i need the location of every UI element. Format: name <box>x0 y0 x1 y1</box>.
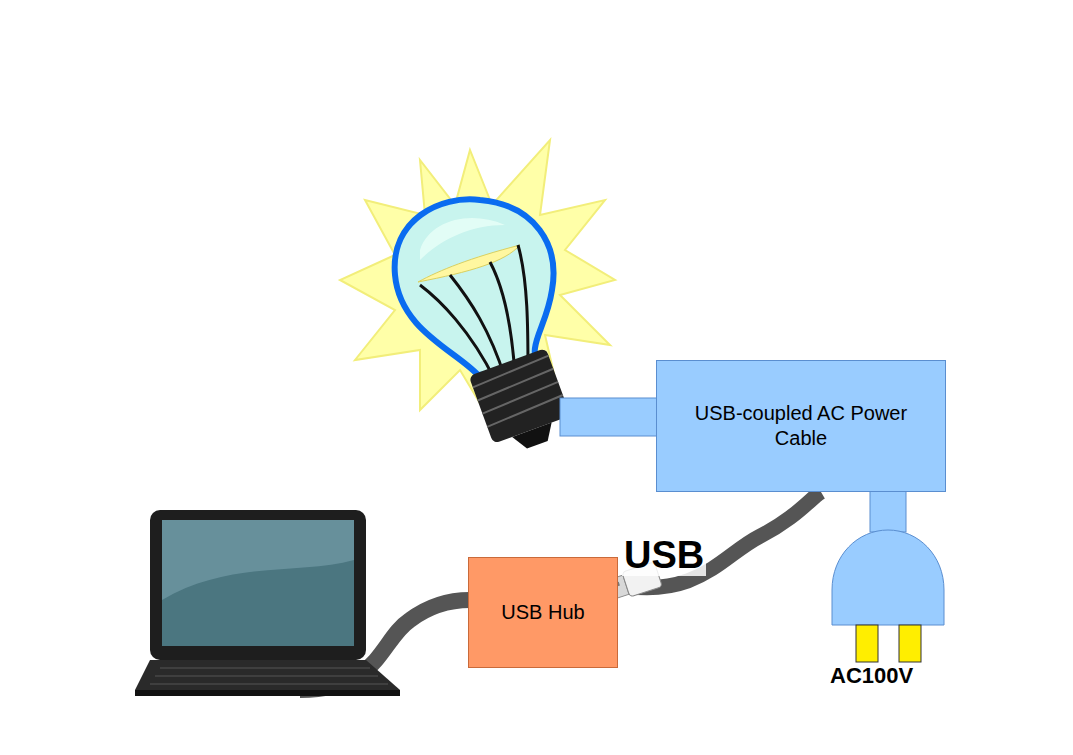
box-label: USB Hub <box>501 600 584 625</box>
plug-prong <box>856 625 878 662</box>
plug-prong <box>899 625 921 662</box>
laptop <box>135 510 400 696</box>
usb-cable <box>618 492 821 588</box>
voltage-label: AC100V <box>830 664 913 688</box>
filament-wires <box>420 245 528 380</box>
box-label: USB-coupled AC Power Cable <box>673 401 929 451</box>
filament <box>418 245 520 282</box>
usb-label: USB <box>622 534 706 576</box>
bulb-glass <box>395 199 554 375</box>
usb-hub-box: USB Hub <box>468 557 618 668</box>
lamp-cord <box>560 398 658 436</box>
plug-stem <box>870 490 906 532</box>
plug-body <box>832 530 944 625</box>
power-cable-box: USB-coupled AC Power Cable <box>656 360 946 492</box>
